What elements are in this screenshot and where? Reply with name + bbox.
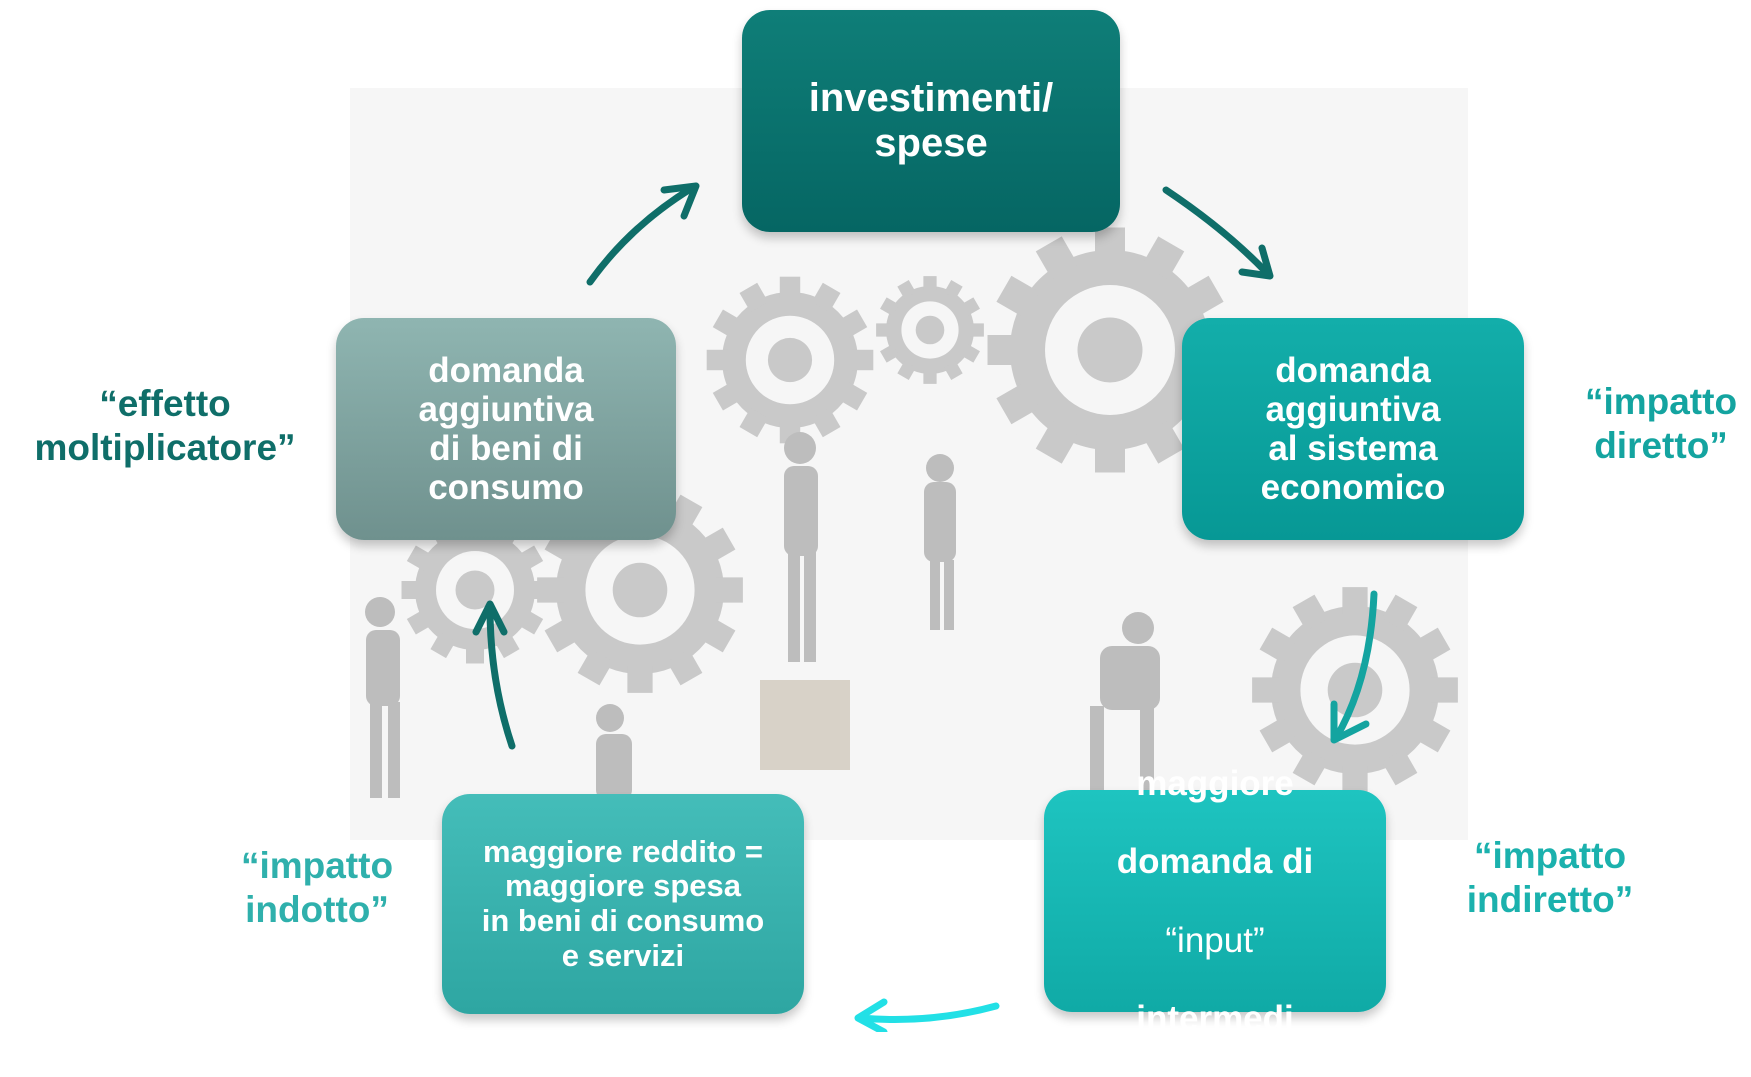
node-label-line: “input”	[1165, 920, 1265, 960]
label-effetto-moltiplicatore: “effetto moltiplicatore”	[34, 383, 296, 469]
node-domanda-beni-consumo: domanda aggiuntiva di beni di consumo	[336, 318, 676, 540]
people-silhouettes	[365, 432, 1160, 810]
node-domanda-sistema-economico: domanda aggiuntiva al sistema economico	[1182, 318, 1524, 540]
node-label: domanda aggiuntiva al sistema economico	[1260, 350, 1446, 508]
node-domanda-input-intermedi: maggiore domanda di “input” intermedi	[1044, 764, 1386, 1038]
node-investimenti-spese: investimenti/ spese	[742, 10, 1120, 232]
node-label-line: intermedi	[1136, 998, 1294, 1038]
cycle-arrows	[472, 182, 1378, 1032]
label-impatto-indotto: “impatto indotto”	[240, 845, 394, 931]
node-label-line: maggiore	[1136, 763, 1294, 803]
node-label: domanda aggiuntiva di beni di consumo	[418, 350, 594, 508]
node-label-line: domanda di	[1116, 842, 1314, 882]
label-impatto-diretto: “impatto diretto”	[1584, 381, 1738, 467]
arrow-icon	[1330, 590, 1378, 744]
label-impatto-indiretto: “impatto indiretto”	[1466, 835, 1634, 921]
arrow-icon	[1162, 186, 1274, 280]
arrow-icon	[854, 998, 1000, 1032]
arrow-icon	[472, 600, 516, 750]
gears-illustration	[365, 227, 1458, 810]
node-maggiore-reddito: maggiore reddito = maggiore spesa in ben…	[442, 794, 804, 1014]
node-label: investimenti/ spese	[808, 76, 1054, 165]
arrow-icon	[586, 182, 700, 286]
node-label: maggiore reddito = maggiore spesa in ben…	[481, 833, 765, 973]
